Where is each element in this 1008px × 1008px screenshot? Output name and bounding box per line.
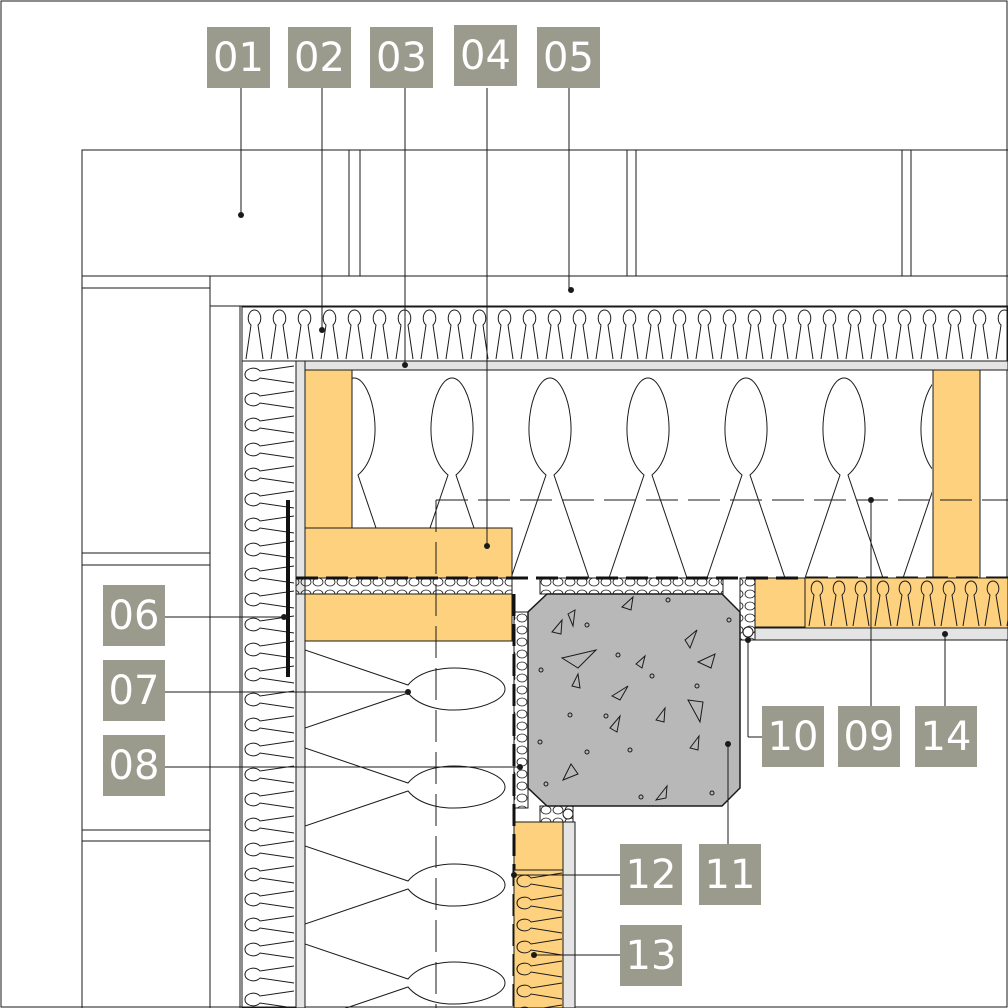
sealing-cord-side bbox=[562, 808, 574, 820]
leader-dots bbox=[238, 212, 948, 958]
tag-11-text: 11 bbox=[705, 852, 756, 898]
wood-fibre-board-top bbox=[241, 306, 1008, 362]
tag-12-text: 12 bbox=[626, 852, 677, 898]
tag-10: 10 bbox=[762, 706, 824, 767]
tag-08-text: 08 bbox=[109, 743, 160, 789]
tag-03-text: 03 bbox=[376, 35, 427, 81]
tag-04: 04 bbox=[454, 25, 517, 86]
tag-11: 11 bbox=[699, 844, 761, 905]
tag-07-text: 07 bbox=[109, 668, 160, 714]
tag-12: 12 bbox=[620, 844, 682, 905]
soft-board-top-pattern bbox=[805, 578, 1008, 628]
tag-03: 03 bbox=[370, 27, 433, 88]
tag-13-text: 13 bbox=[626, 933, 677, 979]
concrete-column bbox=[527, 593, 741, 807]
batt-insulation-left bbox=[305, 640, 513, 1008]
sealing-cord-top bbox=[742, 626, 754, 638]
tag-05-text: 05 bbox=[543, 35, 594, 81]
tag-13: 13 bbox=[620, 925, 682, 986]
tag-04-text: 04 bbox=[460, 33, 511, 79]
tag-01-text: 01 bbox=[213, 35, 264, 81]
sheathing-left bbox=[295, 360, 306, 1008]
tag-09-text: 09 bbox=[844, 714, 895, 760]
inner-lining-top bbox=[754, 627, 1008, 641]
tag-14: 14 bbox=[915, 706, 977, 767]
leader-lines bbox=[165, 88, 946, 956]
tag-02: 02 bbox=[288, 27, 351, 88]
tag-05: 05 bbox=[537, 27, 600, 88]
timber-members bbox=[304, 369, 981, 871]
tag-10-text: 10 bbox=[768, 714, 819, 760]
wood-fibre-board-left bbox=[241, 360, 297, 1008]
tag-01: 01 bbox=[207, 27, 270, 88]
tag-07: 07 bbox=[103, 660, 165, 721]
tag-06-text: 06 bbox=[109, 593, 160, 639]
tag-09: 09 bbox=[838, 706, 900, 767]
tag-08: 08 bbox=[103, 735, 165, 796]
inner-lining-left bbox=[562, 821, 576, 1008]
soft-board-left-pattern bbox=[514, 870, 563, 1008]
tag-14-text: 14 bbox=[921, 714, 972, 760]
tag-02-text: 02 bbox=[294, 35, 345, 81]
cladding-left bbox=[82, 552, 210, 842]
tag-06: 06 bbox=[103, 585, 165, 646]
batten-zone bbox=[81, 275, 1008, 1008]
